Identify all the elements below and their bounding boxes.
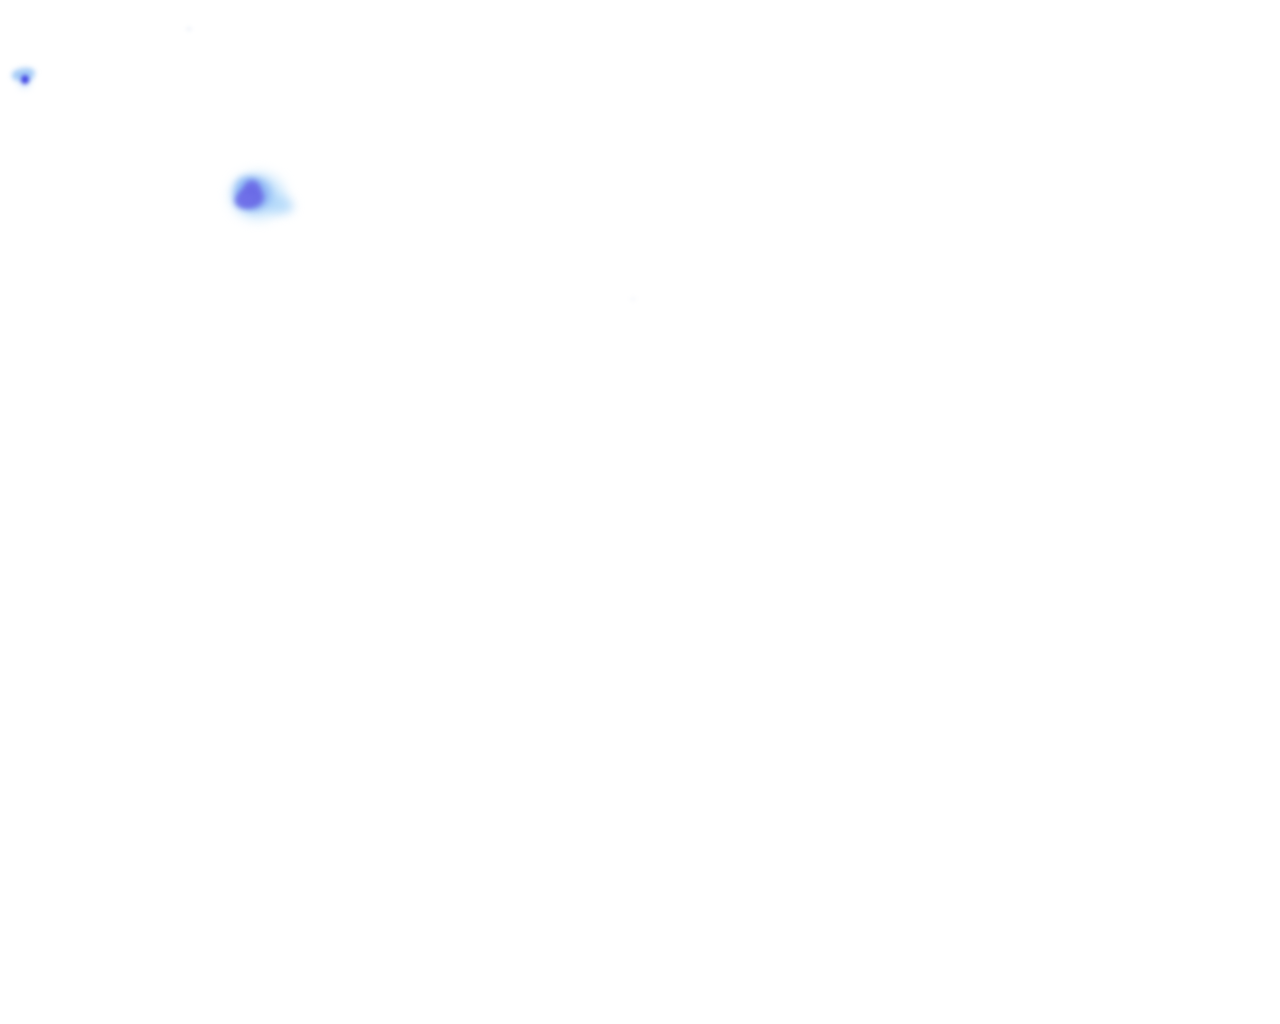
faint-speck-top-piece bbox=[186, 27, 192, 31]
large-paint-blob-piece bbox=[235, 194, 253, 208]
large-paint-blob-piece bbox=[260, 191, 296, 217]
large-paint-blob-piece bbox=[244, 180, 260, 196]
small-paint-blob-piece bbox=[19, 76, 30, 88]
small-paint-blob-piece bbox=[20, 75, 29, 84]
small-paint-blob-piece bbox=[10, 71, 23, 82]
large-paint-blob-piece bbox=[231, 173, 285, 219]
faint-speck-mid-piece bbox=[630, 297, 636, 301]
small-paint-blob-piece bbox=[21, 71, 33, 81]
large-paint-blob-piece bbox=[237, 178, 255, 194]
large-paint-blob-piece bbox=[238, 186, 264, 208]
small-paint-blob-piece bbox=[12, 66, 36, 81]
large-paint-blob-piece bbox=[234, 177, 272, 211]
